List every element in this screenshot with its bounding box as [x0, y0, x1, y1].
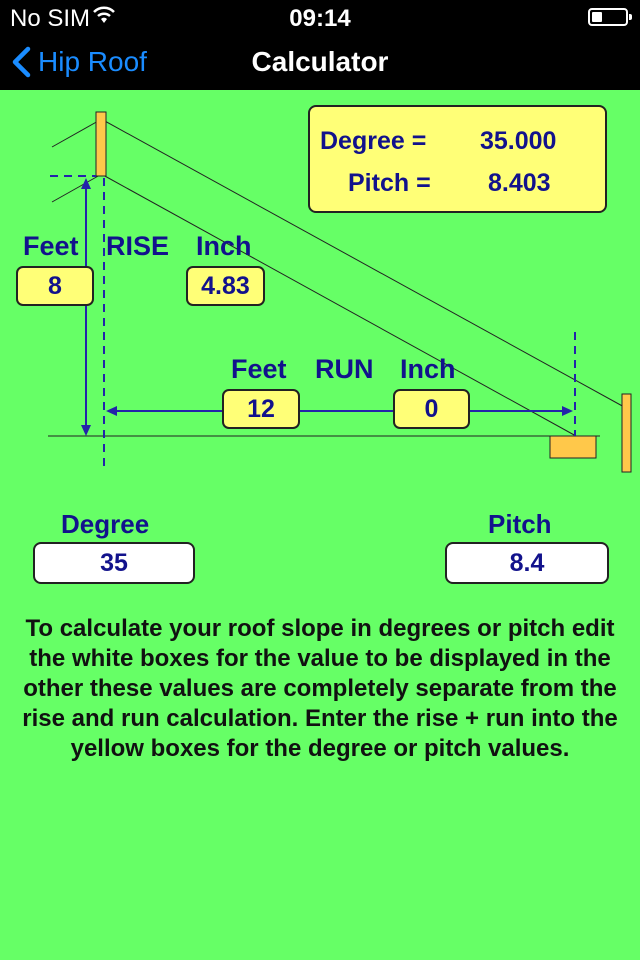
result-pitch-label: Pitch =	[348, 169, 431, 197]
run-feet-input[interactable]: 12	[222, 389, 300, 429]
battery-icon	[588, 8, 632, 26]
navigation-bar: Hip Roof Calculator	[0, 40, 640, 90]
status-bar: No SIM 09:14	[0, 0, 640, 40]
rise-feet-input[interactable]: 8	[16, 266, 94, 306]
rise-feet-label: Feet	[23, 231, 79, 261]
rise-inch-input[interactable]: 4.83	[186, 266, 265, 306]
roof-diagram	[48, 111, 632, 473]
carrier-label: No SIM	[10, 5, 91, 32]
instructions-text: To calculate your roof slope in degrees …	[22, 615, 618, 762]
fascia-post	[621, 393, 632, 473]
result-pitch-value: 8.403	[488, 169, 551, 197]
wifi-icon	[92, 4, 116, 33]
run-title: RUN	[315, 354, 374, 384]
rise-inch-label: Inch	[196, 231, 252, 261]
chevron-left-icon	[12, 46, 31, 78]
pitch-input[interactable]: 8.4	[445, 542, 609, 584]
result-degree-label: Degree =	[320, 127, 427, 155]
run-feet-label: Feet	[231, 354, 287, 384]
degree-input[interactable]: 35	[33, 542, 195, 584]
back-button-label: Hip Roof	[38, 46, 147, 77]
run-inch-input[interactable]: 0	[393, 389, 470, 429]
degree-label: Degree	[61, 509, 150, 539]
clock: 09:14	[289, 5, 351, 32]
pitch-label: Pitch	[488, 509, 552, 539]
result-panel: Degree = 35.000 Pitch = 8.403	[308, 105, 607, 213]
run-inch-label: Inch	[400, 354, 456, 384]
result-degree-value: 35.000	[480, 127, 557, 155]
wall-plate	[549, 435, 597, 459]
ridge-post	[95, 111, 107, 177]
page-title: Calculator	[251, 46, 389, 77]
back-button[interactable]: Hip Roof	[10, 42, 147, 82]
rise-title: RISE	[106, 231, 170, 261]
